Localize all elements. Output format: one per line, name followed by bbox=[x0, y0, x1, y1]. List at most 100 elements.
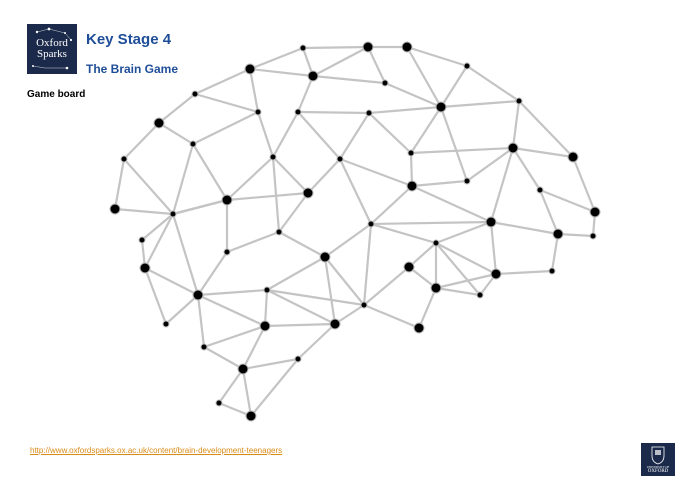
brain-node[interactable] bbox=[507, 142, 519, 154]
brain-node[interactable] bbox=[401, 41, 413, 53]
brain-node[interactable] bbox=[515, 97, 523, 105]
brain-node[interactable] bbox=[432, 239, 440, 247]
brain-node[interactable] bbox=[362, 41, 374, 53]
brain-node[interactable] bbox=[476, 291, 484, 299]
brain-node[interactable] bbox=[120, 155, 128, 163]
brain-node[interactable] bbox=[169, 210, 177, 218]
brain-connection bbox=[196, 293, 206, 349]
brain-connection bbox=[217, 401, 253, 418]
brain-node[interactable] bbox=[259, 320, 271, 332]
brain-node[interactable] bbox=[567, 151, 579, 163]
brain-node[interactable] bbox=[294, 108, 302, 116]
brain-node[interactable] bbox=[294, 355, 302, 363]
brain-connection bbox=[517, 99, 575, 159]
brain-node[interactable] bbox=[275, 228, 283, 236]
brain-node[interactable] bbox=[463, 62, 471, 70]
brain-node[interactable] bbox=[254, 108, 262, 116]
brain-connection bbox=[434, 241, 482, 297]
brain-node[interactable] bbox=[406, 180, 418, 192]
brain-node[interactable] bbox=[381, 79, 389, 87]
brain-node[interactable] bbox=[336, 155, 344, 163]
brain-connection bbox=[193, 92, 260, 114]
page-subtitle: The Brain Game bbox=[86, 62, 179, 76]
brain-node[interactable] bbox=[269, 153, 277, 161]
uni-logo-text-top: UNIVERSITY OF bbox=[646, 465, 670, 469]
brain-connection bbox=[417, 286, 438, 330]
brain-connection bbox=[367, 105, 443, 115]
brain-connection bbox=[196, 288, 269, 297]
brain-node[interactable] bbox=[485, 216, 497, 228]
brain-node[interactable] bbox=[221, 194, 233, 206]
brain-connection bbox=[296, 74, 315, 114]
brain-connection bbox=[248, 67, 260, 114]
brain-node[interactable] bbox=[245, 410, 257, 422]
brain-connection bbox=[410, 179, 469, 188]
brain-node[interactable] bbox=[407, 149, 415, 157]
brain-connection bbox=[511, 146, 575, 159]
brain-connection bbox=[193, 67, 252, 96]
brain-node[interactable] bbox=[200, 343, 208, 351]
brain-node[interactable] bbox=[463, 177, 471, 185]
brain-node[interactable] bbox=[109, 203, 121, 215]
brain-connection bbox=[407, 241, 438, 269]
brain-connection bbox=[407, 265, 438, 290]
brain-node[interactable] bbox=[153, 117, 165, 129]
brain-connection bbox=[362, 265, 411, 307]
brain-node[interactable] bbox=[215, 399, 223, 407]
brain-node[interactable] bbox=[365, 109, 373, 117]
brain-connection bbox=[306, 157, 342, 195]
brain-node[interactable] bbox=[589, 232, 597, 240]
brain-connection bbox=[225, 230, 281, 254]
crest-icon bbox=[651, 446, 665, 465]
brain-node[interactable] bbox=[138, 236, 146, 244]
brain-node[interactable] bbox=[237, 363, 249, 375]
university-of-oxford-logo: UNIVERSITY OF OXFORD bbox=[641, 443, 675, 476]
brain-connection bbox=[550, 232, 560, 273]
brain-node[interactable] bbox=[162, 320, 170, 328]
brain-connection bbox=[301, 45, 370, 50]
brain-connection bbox=[202, 345, 245, 371]
brain-node[interactable] bbox=[589, 206, 601, 218]
brain-node[interactable] bbox=[299, 44, 307, 52]
brain-node[interactable] bbox=[552, 228, 564, 240]
brain-node[interactable] bbox=[413, 322, 425, 334]
brain-node[interactable] bbox=[403, 261, 415, 273]
brain-connection bbox=[113, 157, 126, 211]
brain-node[interactable] bbox=[189, 140, 197, 148]
brain-connection bbox=[311, 45, 370, 78]
brain-connection bbox=[296, 110, 342, 161]
brain-connection bbox=[217, 367, 245, 405]
brain-connection bbox=[140, 212, 175, 242]
brain-connection bbox=[434, 272, 498, 290]
brain-node[interactable] bbox=[367, 220, 375, 228]
brain-node[interactable] bbox=[360, 301, 368, 309]
oxford-sparks-logo: Oxford Sparks bbox=[27, 24, 77, 74]
brain-node[interactable] bbox=[490, 268, 502, 280]
brain-node[interactable] bbox=[244, 63, 256, 75]
brain-connection bbox=[369, 222, 438, 245]
brain-connection bbox=[405, 45, 469, 68]
brain-node[interactable] bbox=[263, 286, 271, 294]
brain-node[interactable] bbox=[307, 70, 319, 82]
brain-connection bbox=[277, 230, 327, 259]
brain-connection bbox=[265, 288, 337, 326]
brain-connection bbox=[271, 155, 281, 234]
brain-development-link[interactable]: http://www.oxfordsparks.ox.ac.uk/content… bbox=[30, 446, 283, 455]
brain-node[interactable] bbox=[430, 282, 442, 294]
brain-node[interactable] bbox=[191, 90, 199, 98]
brain-connection bbox=[323, 255, 366, 307]
brain-node[interactable] bbox=[329, 318, 341, 330]
brain-node[interactable] bbox=[192, 289, 204, 301]
brain-node[interactable] bbox=[302, 187, 314, 199]
brain-node[interactable] bbox=[435, 101, 447, 113]
brain-node[interactable] bbox=[223, 248, 231, 256]
brain-node[interactable] bbox=[319, 251, 331, 263]
brain-connection bbox=[277, 191, 310, 234]
brain-node[interactable] bbox=[139, 262, 151, 274]
brain-connection bbox=[157, 92, 197, 125]
brain-node[interactable] bbox=[536, 186, 544, 194]
brain-connection bbox=[434, 286, 482, 297]
brain-connection bbox=[143, 212, 175, 270]
brain-connection bbox=[248, 67, 315, 78]
brain-node[interactable] bbox=[548, 267, 556, 275]
